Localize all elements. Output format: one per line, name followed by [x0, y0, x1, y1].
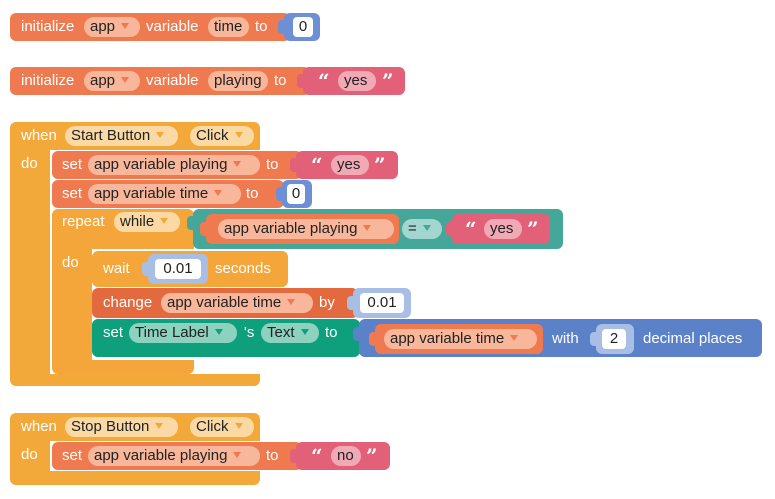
chevron-down-icon	[510, 335, 519, 342]
start-component-dropdown[interactable]: Start Button	[65, 126, 178, 146]
set-label-property-dropdown[interactable]: Text	[261, 323, 319, 343]
connector-tab	[187, 216, 195, 230]
format-with-label: with	[552, 330, 579, 347]
compare-rhs-text-field[interactable]: yes	[484, 219, 522, 239]
stop-component-dropdown[interactable]: Stop Button	[65, 417, 178, 437]
connector-tab	[276, 187, 284, 201]
set-time-value-input[interactable]: 0	[287, 184, 305, 204]
stop-do-label: do	[21, 446, 38, 463]
set-playing-var-dropdown[interactable]: app variable playing	[88, 155, 260, 175]
stop-event-dropdown[interactable]: Click	[190, 417, 254, 437]
set-time-to-label: to	[246, 185, 259, 202]
connector-tab	[200, 222, 208, 236]
chevron-down-icon	[363, 225, 372, 232]
stop-set-var-dropdown[interactable]: app variable playing	[88, 446, 260, 466]
repeat-while-spine	[52, 249, 92, 361]
chevron-down-icon	[214, 329, 223, 336]
connector-tab	[369, 332, 377, 346]
connector-tab	[290, 158, 298, 172]
repeat-label: repeat	[62, 213, 105, 230]
init-time-scope-dropdown[interactable]: app	[84, 17, 140, 37]
close-quote-icon: ”	[374, 153, 386, 177]
wait-label: wait	[103, 260, 130, 277]
close-quote-icon: ”	[382, 69, 394, 93]
start-event-footer	[10, 374, 260, 386]
init-playing-variable-label: variable	[146, 72, 199, 89]
init-time-value-input[interactable]: 0	[293, 17, 313, 37]
init-playing-scope-dropdown[interactable]: app	[84, 71, 140, 91]
chevron-down-icon	[234, 423, 243, 430]
repeat-do-label: do	[62, 254, 79, 271]
init-time-to-label: to	[255, 18, 268, 35]
chevron-down-icon	[422, 225, 431, 232]
open-quote-icon: “	[311, 444, 323, 468]
chevron-down-icon	[160, 218, 169, 225]
stop-event-spine	[10, 441, 50, 473]
set-label-to-label: to	[325, 324, 338, 341]
chevron-down-icon	[214, 190, 223, 197]
init-time-name-field[interactable]: time	[208, 17, 249, 37]
connector-tab	[297, 74, 305, 88]
connector-tab	[290, 449, 298, 463]
set-time-set-label: set	[62, 185, 83, 202]
chevron-down-icon	[234, 132, 243, 139]
set-label-component-dropdown[interactable]: Time Label	[129, 323, 237, 343]
connector-tab	[347, 296, 355, 310]
stop-when-label: when	[21, 418, 57, 435]
stop-event-footer	[10, 471, 260, 485]
close-quote-icon: ”	[366, 444, 378, 468]
repeat-while-footer	[52, 360, 194, 374]
chevron-down-icon	[300, 329, 309, 336]
start-do-label: do	[21, 155, 38, 172]
close-quote-icon: ”	[527, 217, 539, 241]
open-quote-icon: “	[318, 69, 330, 93]
set-time-var-dropdown[interactable]: app variable time	[88, 184, 241, 204]
chevron-down-icon	[121, 77, 130, 84]
chevron-down-icon	[121, 23, 130, 30]
connector-tab	[353, 327, 361, 341]
connector-tab	[590, 332, 598, 346]
start-when-label: when	[21, 127, 57, 144]
stop-set-text-field[interactable]: no	[331, 446, 361, 466]
chevron-down-icon	[233, 161, 242, 168]
connector-tab	[142, 262, 150, 276]
init-playing-initialize-label: initialize	[21, 72, 75, 89]
chevron-down-icon	[156, 132, 165, 139]
set-playing-to-label: to	[266, 156, 279, 173]
chevron-down-icon	[155, 423, 164, 430]
chevron-down-icon	[287, 299, 296, 306]
init-time-initialize-label: initialize	[21, 18, 75, 35]
set-playing-set-label: set	[62, 156, 83, 173]
change-by-label: by	[319, 294, 335, 311]
init-playing-to-label: to	[274, 72, 287, 89]
init-time-variable-label: variable	[146, 18, 199, 35]
format-decimal-places-label: decimal places	[643, 330, 743, 347]
init-playing-name-field[interactable]: playing	[208, 71, 268, 91]
init-playing-text-field[interactable]: yes	[338, 71, 376, 91]
change-label: change	[103, 294, 153, 311]
stop-set-to-label: to	[266, 447, 279, 464]
wait-seconds-label: seconds	[215, 260, 271, 277]
stop-set-label: set	[62, 447, 83, 464]
change-var-dropdown[interactable]: app variable time	[161, 293, 313, 313]
set-playing-text-field[interactable]: yes	[331, 155, 369, 175]
connector-tab	[446, 222, 454, 236]
open-quote-icon: “	[311, 153, 323, 177]
set-label-set-label: set	[103, 324, 124, 341]
start-event-dropdown[interactable]: Click	[190, 126, 254, 146]
chevron-down-icon	[233, 452, 242, 459]
open-quote-icon: “	[465, 217, 477, 241]
connector-tab	[278, 20, 286, 34]
change-value-input[interactable]: 0.01	[360, 293, 404, 313]
repeat-mode-dropdown[interactable]: while	[114, 212, 180, 232]
set-label-possessive: 's	[244, 324, 255, 341]
format-var-dropdown[interactable]: app variable time	[384, 329, 537, 349]
compare-op-dropdown[interactable]: =	[402, 219, 442, 239]
start-event-spine	[10, 150, 50, 376]
format-decimals-input[interactable]: 2	[602, 329, 626, 349]
compare-lhs-dropdown[interactable]: app variable playing	[218, 219, 394, 239]
wait-value-input[interactable]: 0.01	[155, 259, 201, 279]
